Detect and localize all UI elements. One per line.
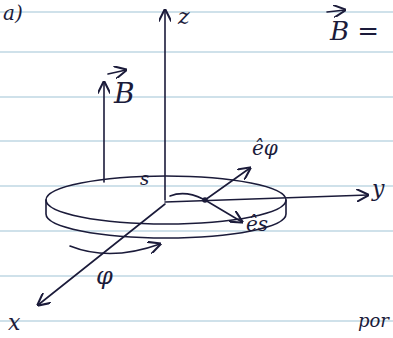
note-label: por — [358, 312, 389, 330]
axis-label: y — [372, 178, 384, 200]
angle-label: φ — [96, 264, 113, 288]
unit-vector-label: êφ — [252, 138, 278, 158]
equation-label: B = — [330, 18, 379, 44]
radius-label: s — [140, 170, 149, 188]
part-label: a) — [3, 3, 23, 23]
ink-drawing — [38, 10, 368, 305]
axis-label: z — [178, 6, 190, 28]
axis-label: x — [8, 312, 20, 334]
field-label: B — [114, 80, 135, 108]
unit-vector-label: ês — [246, 214, 268, 234]
ruled-lines — [0, 12, 393, 321]
